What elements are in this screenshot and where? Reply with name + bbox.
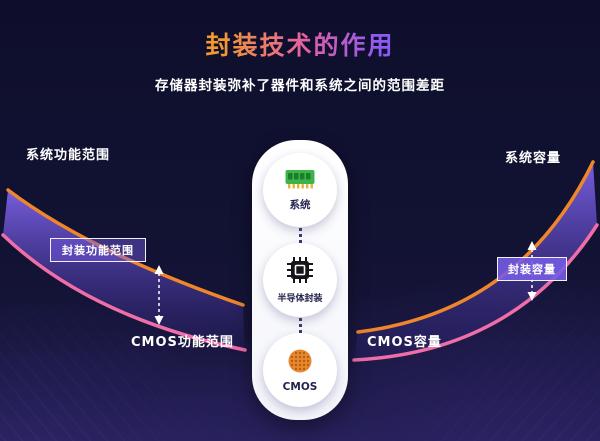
right-top-label: 系统容量 [505,151,562,166]
ic-chip-icon [286,256,314,288]
stack-node-package: 半导体封装 [263,243,337,317]
left-band [1,188,247,352]
dotted-connector [298,227,302,243]
dotted-connector [298,317,302,333]
page-title: 封装技术的作用 [205,26,394,62]
stack-node-label: 系统 [289,198,311,211]
wafer-icon [287,348,313,378]
package-stack-card: 系统 半导体封装 [252,140,348,420]
right-range-label: 封装容量 [497,257,567,281]
stack-node-label: CMOS [282,380,318,393]
subtitle: 存储器封装弥补了器件和系统之间的范围差距 [155,78,445,94]
ram-chip-icon [285,169,315,194]
right-range-arrow [527,241,537,301]
left-bottom-label: CMOS功能范围 [131,335,234,350]
left-range-arrow [154,265,164,325]
left-top-label: 系统功能范围 [26,148,111,163]
right-bottom-label: CMOS容量 [367,335,442,350]
left-range-label: 封装功能范围 [50,238,146,262]
stack-node-system: 系统 [263,153,337,227]
stack-node-label: 半导体封装 [277,294,323,304]
stack-node-cmos: CMOS [263,333,337,407]
